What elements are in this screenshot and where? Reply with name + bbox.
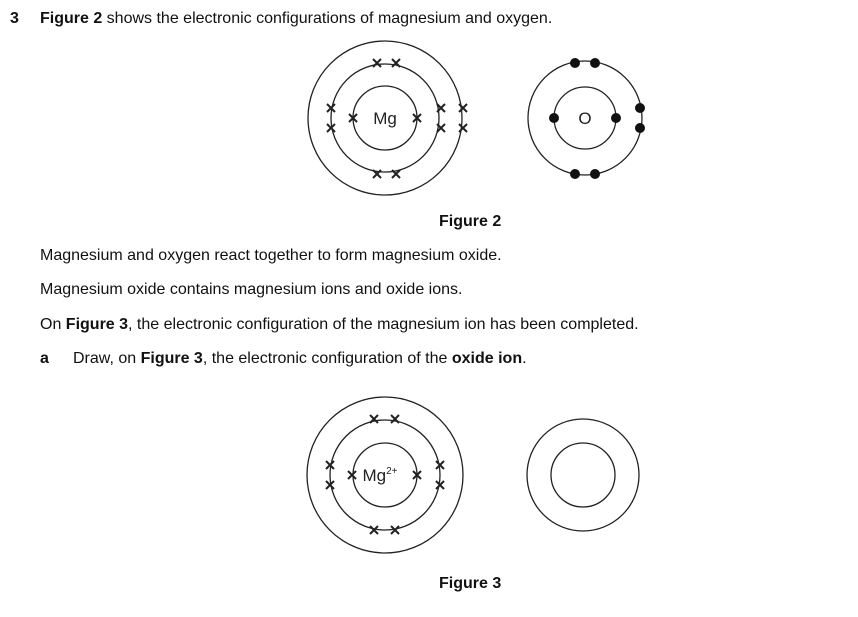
electron-cross	[436, 103, 446, 113]
text-line-1: Magnesium and oxygen react together to f…	[40, 247, 502, 264]
electron-dot	[570, 58, 580, 68]
electron-cross	[369, 525, 379, 535]
electron-dot	[590, 58, 600, 68]
figure2-mg-atom: Mg	[307, 40, 468, 196]
figure3-caption: Figure 3	[439, 575, 502, 592]
electron-cross	[391, 58, 401, 68]
intro-rest: shows the electronic configurations of m…	[102, 10, 553, 27]
figure2-o-atom: O	[527, 58, 645, 179]
electron-cross	[325, 460, 335, 470]
electron-cross	[390, 525, 400, 535]
figure3-mg-ion: Mg2+	[306, 396, 464, 554]
part-a-text: Draw, on Figure 3, the electronic config…	[73, 350, 527, 367]
electron-cross	[412, 470, 422, 480]
electron-dot	[635, 123, 645, 133]
electron-cross	[369, 414, 379, 424]
o-symbol: O	[578, 109, 591, 128]
electron-cross	[372, 58, 382, 68]
electron-cross	[347, 470, 357, 480]
electron-cross	[436, 123, 446, 133]
mg-symbol: Mg	[373, 109, 397, 128]
question-intro: Figure 2 shows the electronic configurat…	[40, 10, 552, 28]
electron-dot	[611, 113, 621, 123]
question-number: 3	[10, 10, 19, 27]
electron-cross	[391, 169, 401, 179]
electron-dot	[590, 169, 600, 179]
electron-cross	[435, 480, 445, 490]
electron-cross	[326, 103, 336, 113]
electron-cross	[412, 113, 422, 123]
part-a-label: a	[40, 350, 49, 367]
mg-ion-symbol: Mg2+	[362, 466, 397, 485]
figure2-caption: Figure 2	[439, 213, 502, 230]
electron-dot	[549, 113, 559, 123]
electron-dot	[570, 169, 580, 179]
electron-cross	[390, 414, 400, 424]
electron-cross	[325, 480, 335, 490]
electron-cross	[326, 123, 336, 133]
text-line-2: Magnesium oxide contains magnesium ions …	[40, 281, 463, 298]
electron-cross	[348, 113, 358, 123]
electron-cross	[458, 123, 468, 133]
electron-cross	[435, 460, 445, 470]
electron-cross	[458, 103, 468, 113]
intro-bold: Figure 2	[40, 10, 103, 27]
text-line-3: On Figure 3, the electronic configuratio…	[40, 316, 639, 333]
electron-cross	[372, 169, 382, 179]
electron-dot	[635, 103, 645, 113]
figure3-oxide-ion-blank[interactable]	[526, 418, 640, 532]
